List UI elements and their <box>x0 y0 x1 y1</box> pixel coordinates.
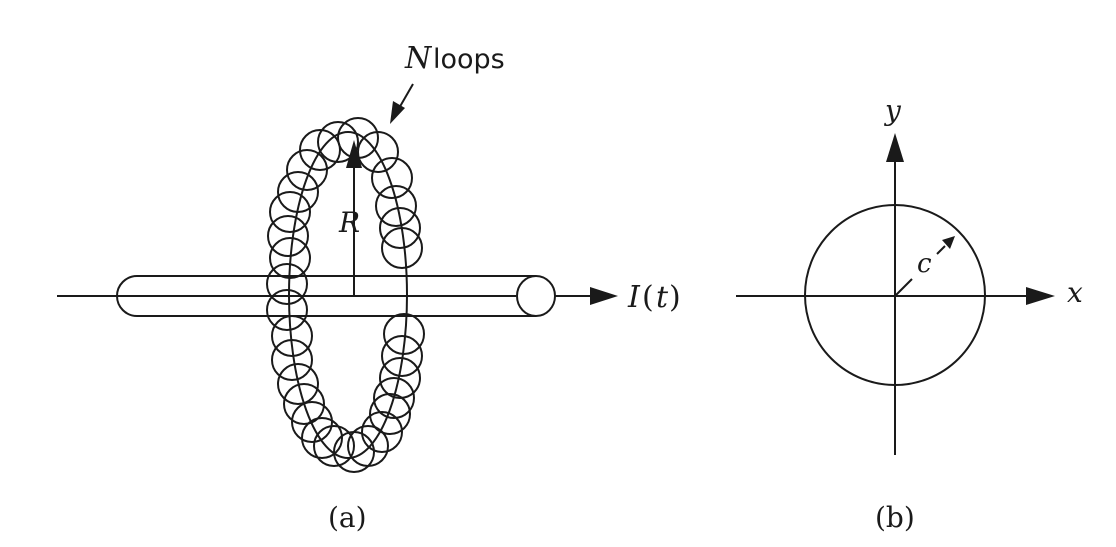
current-label-I: I <box>627 280 641 315</box>
winding-loop <box>371 157 413 199</box>
radius-R-label: R <box>338 206 360 239</box>
y-axis <box>886 133 904 455</box>
winding-loop <box>286 149 328 191</box>
wire-cylinder <box>116 275 556 317</box>
winding-loop <box>301 417 343 459</box>
winding-loop <box>313 425 355 467</box>
winding-loop <box>283 383 325 425</box>
winding-loop <box>269 237 311 279</box>
winding-loop <box>383 313 425 355</box>
winding-loop <box>373 377 415 419</box>
radius-c-label: c <box>917 249 932 279</box>
winding-loop <box>379 207 421 249</box>
loops-label-word: loops <box>433 44 505 75</box>
winding-loop <box>375 185 417 227</box>
radius-R-arrow <box>346 140 362 296</box>
x-axis <box>736 287 1055 305</box>
winding-loop <box>277 171 319 213</box>
panel-a <box>57 83 618 473</box>
winding-loop <box>317 121 359 163</box>
loops-pointer-arrow <box>390 83 414 124</box>
winding-loop <box>369 393 411 435</box>
cross-section-circle <box>804 204 986 386</box>
current-label-t: t <box>656 280 669 315</box>
winding-loop <box>291 401 333 443</box>
toroid-windings <box>266 117 425 473</box>
winding-loop <box>379 357 421 399</box>
winding-loop <box>299 129 341 171</box>
winding-loop <box>266 289 308 331</box>
winding-loop <box>266 263 308 305</box>
winding-loop <box>277 363 319 405</box>
toroid-centerline <box>288 131 408 459</box>
current-label-paren-close: ) <box>669 280 681 315</box>
caption-a: (a) <box>328 501 367 534</box>
winding-loop <box>271 339 313 381</box>
winding-loop <box>269 191 311 233</box>
x-axis-label: x <box>1067 276 1083 309</box>
winding-loop <box>333 431 375 473</box>
winding-loop <box>381 335 423 377</box>
y-axis-label: y <box>883 94 902 127</box>
loops-label-symbol: N <box>404 41 433 76</box>
winding-loop <box>381 227 423 269</box>
winding-loop <box>271 315 313 357</box>
winding-loop <box>361 411 403 453</box>
current-arrow <box>555 287 618 305</box>
winding-loop <box>357 131 399 173</box>
radius-c-arrow <box>894 236 955 297</box>
caption-b: (b) <box>875 501 915 534</box>
panel-b <box>736 133 1055 455</box>
current-label-paren-open: ( <box>642 280 654 315</box>
winding-loop <box>267 215 309 257</box>
